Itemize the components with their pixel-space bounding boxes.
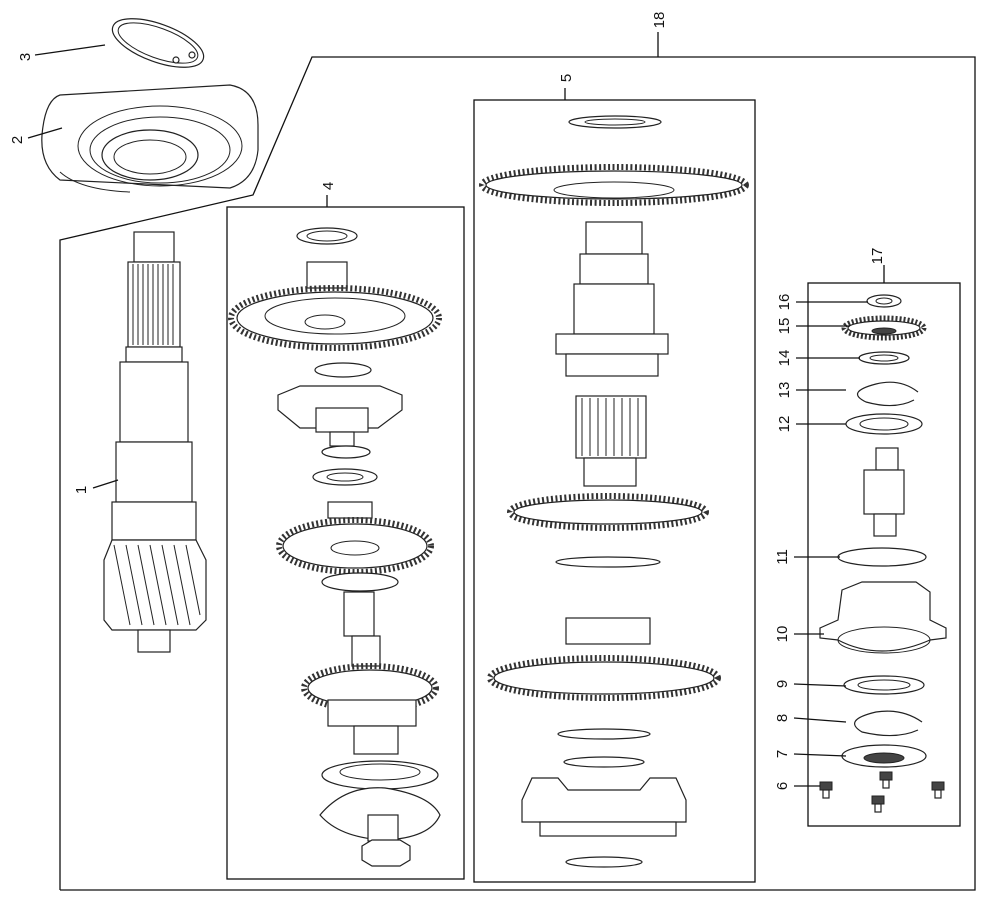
callout-15: 15 [776, 318, 793, 335]
ball-bearing-part [41, 84, 259, 193]
callout-numbers: 1 2 3 4 5 6 7 8 9 10 11 12 13 14 15 16 1… [9, 12, 886, 791]
callout-14: 14 [776, 350, 793, 367]
callout-5: 5 [558, 74, 575, 82]
callout-9: 9 [774, 680, 791, 688]
callout-16: 16 [776, 294, 793, 311]
callout-7: 7 [774, 750, 791, 758]
group-box-5 [473, 99, 756, 883]
callout-1: 1 [73, 486, 90, 494]
callout-6: 6 [774, 782, 791, 790]
callout-4: 4 [320, 182, 337, 190]
callout-12: 12 [776, 416, 793, 433]
callout-8: 8 [774, 714, 791, 722]
group-17-parts [819, 294, 947, 813]
callout-18: 18 [651, 12, 668, 29]
assembly-frame-18 [59, 32, 976, 891]
leader-lines [27, 44, 868, 787]
callout-11: 11 [774, 549, 791, 565]
callout-3: 3 [17, 53, 34, 61]
callout-10: 10 [774, 626, 791, 643]
snap-ring-part [111, 18, 205, 68]
callout-17: 17 [869, 248, 886, 265]
group-box-4 [226, 206, 465, 880]
group-4-parts [228, 227, 442, 867]
main-shaft-part [103, 231, 207, 653]
callout-2: 2 [9, 136, 26, 144]
group-5-parts [479, 115, 749, 868]
callout-13: 13 [776, 382, 793, 399]
